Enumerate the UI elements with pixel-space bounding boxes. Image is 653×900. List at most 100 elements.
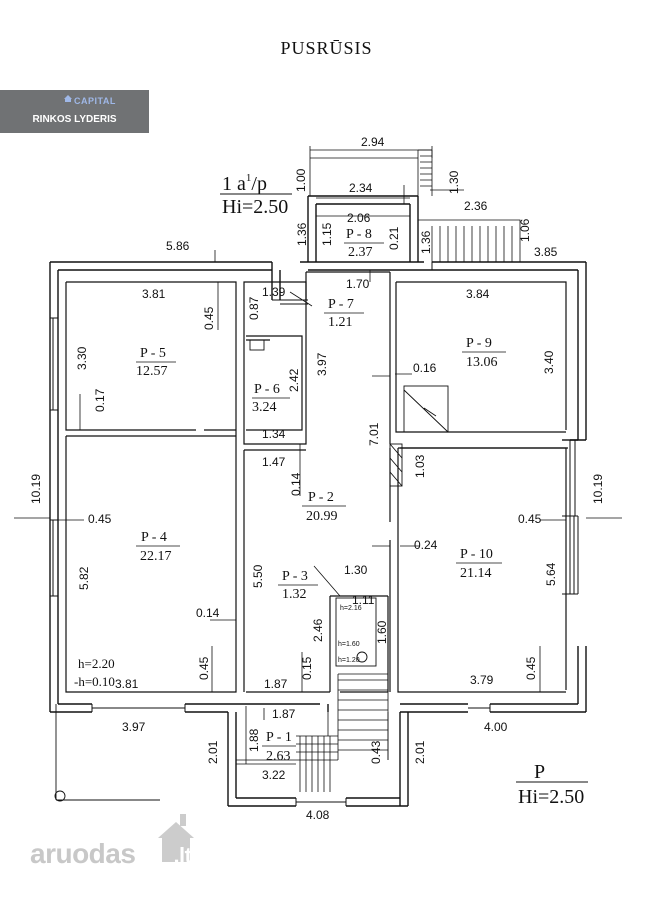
dimension-value: 1.39 [262, 285, 286, 299]
dimension-value: 0.14 [289, 472, 303, 496]
dimension-value: 1.47 [262, 455, 286, 469]
dimension-value: 0.45 [197, 656, 211, 680]
dimension-value: 2.06 [347, 211, 371, 225]
dimension-value: 1.70 [346, 277, 370, 291]
dimension-value: 1.88 [247, 728, 261, 752]
room-label: P - 7 [328, 297, 354, 312]
dimension-value: 1.60 [375, 620, 389, 644]
dimension-value: 3.40 [542, 350, 556, 374]
fixtures [54, 339, 449, 802]
dimension-value: 0.14 [196, 606, 220, 620]
interior-walls [65, 271, 568, 693]
dimension-value: 3.81 [142, 287, 166, 301]
room-label: P - 9 [466, 336, 492, 351]
dimension-value: 1.00 [294, 168, 308, 192]
dimension-value: 0.45 [202, 306, 216, 330]
dimension-value: 3.81 [115, 677, 139, 691]
dimension-value: 0.43 [369, 740, 383, 764]
height-label: h=1.20 [338, 657, 360, 664]
room-labels: P - 5 12.57 P - 6 3.24 P - 7 1.21 P - 8 … [136, 227, 506, 764]
small-height-labels: h=2.16 h=1.60 h=1.20 [338, 605, 362, 664]
dimension-value: 4.08 [306, 808, 330, 822]
dimension-value: 2.94 [361, 135, 385, 149]
dimension-value: 5.50 [251, 564, 265, 588]
dimension-value: 1.87 [272, 707, 296, 721]
floor-top-height: Hi=2.50 [222, 196, 288, 218]
dimension-value: 3.22 [262, 768, 286, 782]
dimension-value: 2.01 [413, 740, 427, 764]
dimension-value: 10.19 [591, 474, 605, 504]
dimension-value: 0.45 [518, 512, 542, 526]
dimension-value: 3.30 [75, 346, 89, 370]
dimension-value: 0.21 [387, 226, 401, 250]
dimension-value: 1.36 [295, 222, 309, 246]
room-area: 2.37 [348, 245, 373, 260]
dimension-value: 5.82 [77, 566, 91, 590]
logo-brand: CAPITAL [74, 96, 116, 106]
dimension-value: 0.17 [93, 388, 107, 412]
watermark-suffix: .lt [173, 843, 192, 868]
dimension-value: 3.84 [466, 287, 490, 301]
room-area: 21.14 [460, 566, 492, 581]
dimension-value: 3.85 [534, 245, 558, 259]
floor-bottom-height: Hi=2.50 [518, 786, 584, 808]
dimension-value: 1.36 [419, 230, 433, 254]
dimension-value: 1.30 [344, 563, 368, 577]
room-label: P - 6 [254, 382, 280, 397]
room-label: P - 10 [460, 547, 493, 562]
logo-tagline: RINKOS LYDERIS [32, 114, 117, 125]
dimension-value: 1.15 [320, 222, 334, 246]
room-label: P - 8 [346, 227, 372, 242]
floor-bottom-label: P [534, 761, 545, 783]
dimension-value: 2.01 [206, 740, 220, 764]
dimension-value: 0.16 [413, 361, 437, 375]
dimension-value: 0.24 [414, 538, 438, 552]
dimension-value: 0.87 [247, 296, 261, 320]
dimension-value: 3.97 [315, 352, 329, 376]
room-area: 13.06 [466, 355, 498, 370]
room-label: P - 1 [266, 730, 292, 745]
dimension-value: 2.42 [287, 368, 301, 392]
room-label: P - 2 [308, 490, 334, 505]
room-area: 1.32 [282, 587, 307, 602]
dimension-value: 1.11 [352, 593, 375, 607]
height-note: h=2.20 [78, 656, 115, 671]
watermark: aruodas .lt [30, 838, 192, 870]
floor-top-label: 1 a1/p [222, 172, 267, 195]
dimension-value: 2.36 [464, 199, 488, 213]
height-note: -h=0.10 [74, 674, 115, 689]
room-label: P - 3 [282, 569, 308, 584]
dimension-value: 1.06 [518, 218, 532, 242]
dimension-value: 0.15 [300, 656, 314, 680]
dimension-value: 3.97 [122, 720, 146, 734]
floor-notes: 1 a1/p Hi=2.50 P Hi=2.50 h=2.20 -h=0.10 [74, 172, 588, 808]
room-label: P - 4 [141, 530, 167, 545]
room-area: 12.57 [136, 364, 168, 379]
room-area: 22.17 [140, 549, 172, 564]
height-label: h=1.60 [338, 641, 360, 648]
stairs [236, 149, 521, 792]
dimension-value: 1.30 [447, 170, 461, 194]
watermark-text: aruodas [30, 838, 136, 869]
dimension-value: 2.34 [349, 181, 373, 195]
dimension-value: 5.64 [544, 562, 558, 586]
dimension-value: 3.79 [470, 673, 494, 687]
room-area: 20.99 [306, 509, 338, 524]
house-icon [64, 95, 72, 102]
dimension-value: 4.00 [484, 720, 508, 734]
dimension-value: 1.87 [264, 677, 288, 691]
dimension-lines [14, 146, 622, 765]
watermark-house-icon [158, 814, 194, 862]
room-label: P - 5 [140, 346, 166, 361]
dimension-value: 1.34 [262, 427, 286, 441]
page-title: PUSRŪSIS [280, 38, 373, 58]
dimension-labels: 2.94 1.00 2.34 1.30 2.36 2.06 1.15 1.36 … [29, 135, 605, 822]
height-label: h=2.16 [340, 605, 362, 612]
dimension-value: 0.45 [524, 656, 538, 680]
room-area: 3.24 [252, 400, 277, 415]
dimension-value: 2.46 [311, 618, 325, 642]
dimension-value: 1.03 [413, 454, 427, 478]
agency-logo: CAPITAL RINKOS LYDERIS [0, 90, 149, 133]
room-area: 1.21 [328, 315, 353, 330]
